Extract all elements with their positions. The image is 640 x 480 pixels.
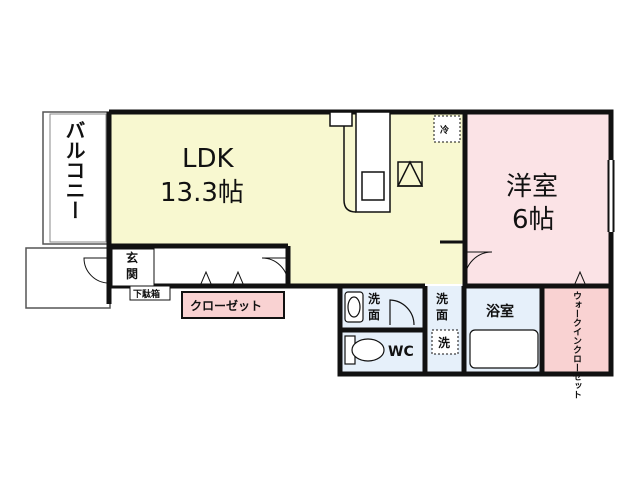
western-room-label: 洋室 — [506, 172, 558, 202]
entrance: 玄 関 玄関 — [111, 248, 155, 287]
bathroom-label: 浴室 — [486, 303, 514, 320]
closet — [181, 291, 285, 319]
western-room-size-label: 6帖 — [512, 205, 555, 235]
entrance-label-2: 関 — [126, 267, 138, 281]
fridge-space — [433, 115, 461, 143]
bathtub — [469, 329, 539, 369]
washroom-2-label-2: 面 — [436, 308, 448, 322]
ldk-label: LDK — [182, 144, 235, 174]
washroom-2 — [428, 286, 464, 372]
ldk-room — [109, 112, 465, 246]
walk-in-closet — [542, 286, 611, 372]
toilet-label: WC — [388, 344, 414, 360]
fridge-label: 冷 — [440, 124, 449, 136]
balcony-label: バルコニー — [62, 120, 86, 220]
walk-in-closet-label: ウォークインクローゼット — [571, 291, 582, 399]
balcony: バルコニー — [42, 111, 110, 245]
shoe-box-label: 下駄箱 — [133, 288, 160, 300]
washroom-fixtures — [344, 291, 415, 326]
entrance-porch — [25, 247, 111, 309]
ldk-size-label: 13.3帖 — [160, 178, 244, 208]
western-room — [465, 112, 611, 286]
washer-label: 洗 — [438, 335, 450, 350]
washroom-label-2: 面 — [368, 308, 380, 322]
closet-label: クローゼット — [190, 298, 262, 313]
washroom-2-label-1: 洗 — [436, 291, 448, 306]
washer-space — [431, 329, 459, 355]
washroom-label-1: 洗 — [368, 291, 380, 306]
kitchen-counter — [329, 111, 424, 213]
toilet-fixture — [344, 335, 385, 365]
entrance-label-1: 玄 — [126, 250, 138, 265]
